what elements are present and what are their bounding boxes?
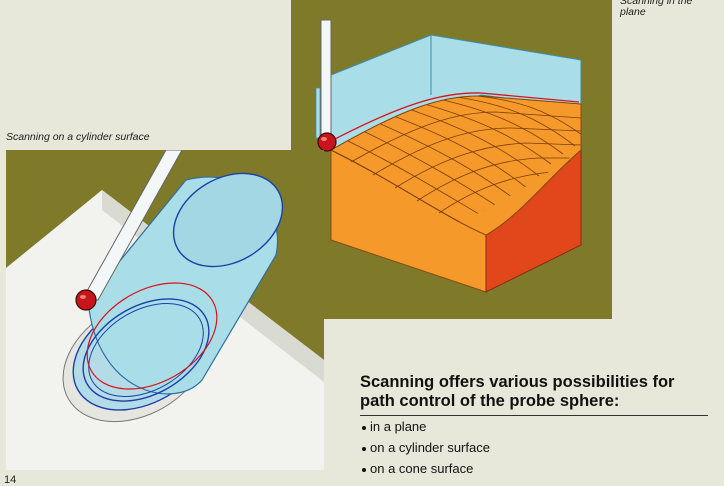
bullet-icon xyxy=(362,425,366,430)
caption-plane: Scanning in the plane xyxy=(620,0,693,18)
bullet-icon xyxy=(362,467,366,472)
list-item-text: on a cylinder surface xyxy=(370,440,490,455)
plane-scanning-illustration xyxy=(291,0,612,319)
headline: Scanning offers various possibilities fo… xyxy=(360,373,708,416)
list-item-text: on a cone surface xyxy=(370,461,474,476)
cylinder-scanning-illustration xyxy=(6,150,324,470)
page-number: 14 xyxy=(4,474,17,486)
caption-cylinder: Scanning on a cylinder surface xyxy=(6,131,150,143)
list-item: in a plane xyxy=(362,416,490,437)
list-item-text: in a plane xyxy=(370,419,427,434)
bullet-list: in a plane on a cylinder surface on a co… xyxy=(362,416,490,479)
list-item: on a cone surface xyxy=(362,458,490,479)
bullet-icon xyxy=(362,446,366,451)
list-item: on a cylinder surface xyxy=(362,437,490,458)
